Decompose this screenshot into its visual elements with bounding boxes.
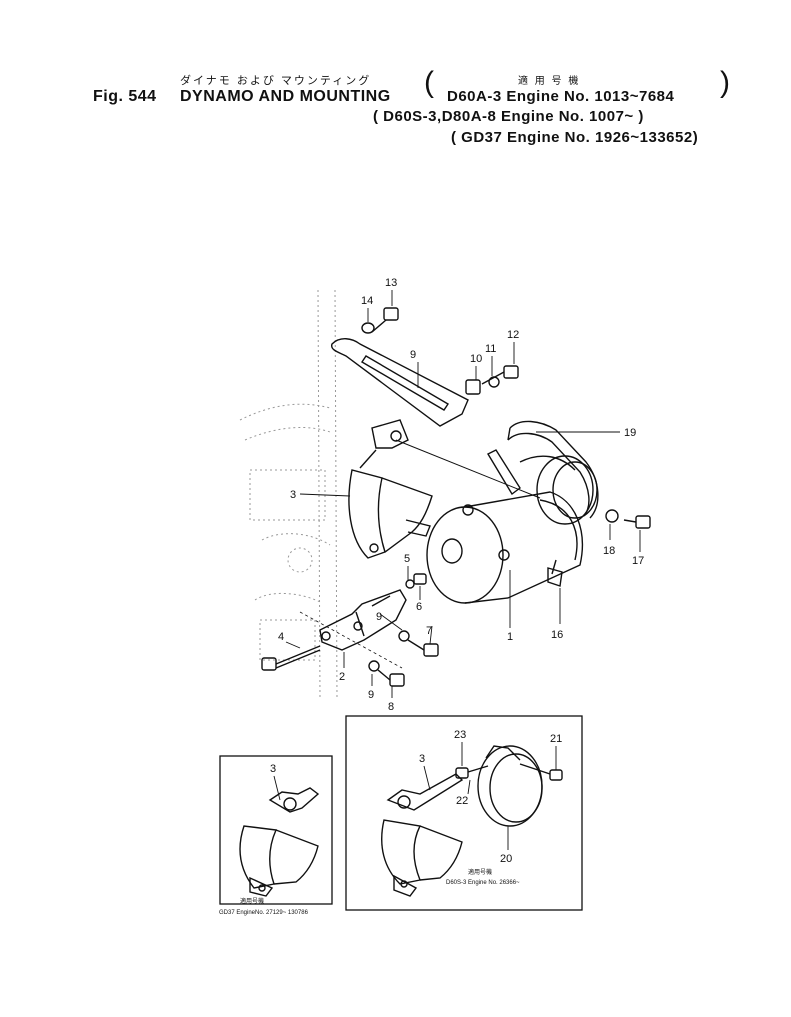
callout-6: 6 xyxy=(416,601,422,613)
inset-right-caption: D60S-3 Engine No. 26366~ xyxy=(446,880,520,886)
mounting-bracket xyxy=(348,419,433,559)
inset-right-callout-20: 20 xyxy=(500,853,512,865)
strap-16 xyxy=(547,559,563,587)
japanese-title: ダイナモ および マウンティング xyxy=(180,75,372,87)
callout-14: 13 xyxy=(385,277,397,289)
leader-lines xyxy=(285,290,641,698)
callout-10: 9 xyxy=(410,349,416,361)
applicability-line-3: ( GD37 Engine No. 1926~133652) xyxy=(451,129,699,146)
bolt-4 xyxy=(261,645,321,671)
inset-right-jp-note: 適用号機 xyxy=(468,868,492,876)
callout-4: 4 xyxy=(278,631,284,643)
callout-13: 12 xyxy=(507,329,519,341)
inset-left-caption: GD37 EngineNo. 27129~ 130786 xyxy=(219,910,309,916)
callout-15: 14 xyxy=(361,295,373,307)
inset-right-callout-21: 21 xyxy=(550,733,562,745)
figure-number: Fig. 544 xyxy=(93,88,157,105)
assembly-guide-line xyxy=(395,439,541,499)
dynamo xyxy=(426,449,598,604)
inset-left: 3 適用号機 xyxy=(219,755,333,905)
inset-right: 23 21 3 22 20 適用号機 D60S-3 Engine No. 263… xyxy=(345,715,583,911)
figure-title: DYNAMO AND MOUNTING xyxy=(180,88,391,105)
callout-18: 18 xyxy=(603,545,615,557)
callout-8: 8 xyxy=(388,701,394,713)
applicability-line-1: D60A-3 Engine No. 1013~7684 xyxy=(447,88,675,105)
callout-3: 3 xyxy=(290,489,296,501)
callout-9b: 9 xyxy=(368,689,374,701)
inset-left-jp-note: 適用号機 xyxy=(240,897,264,905)
callout-7: 7 xyxy=(426,625,432,637)
japanese-applicability-label: 適 用 号 機 xyxy=(518,76,581,87)
bolt-14 xyxy=(361,307,399,334)
lower-bracket xyxy=(319,589,407,651)
inset-right-callout-22: 22 xyxy=(456,795,468,807)
callout-12: 11 xyxy=(485,343,496,355)
adjusting-strap xyxy=(331,338,469,427)
nut-washer-bolt-11-13 xyxy=(465,365,519,395)
inset-right-callout-3: 3 xyxy=(419,753,425,765)
callout-19: 19 xyxy=(624,427,636,439)
inset-right-callout-23: 23 xyxy=(454,729,466,741)
callout-16: 16 xyxy=(551,629,563,641)
fasteners-5-9 xyxy=(299,573,439,687)
callout-17: 17 xyxy=(632,555,644,567)
washer-18-bolt-17 xyxy=(605,509,651,529)
bracket-close: ) xyxy=(720,66,730,99)
callout-2: 2 xyxy=(339,671,345,683)
v-belt xyxy=(507,420,599,519)
inset-left-callout-3: 3 xyxy=(270,763,276,775)
callout-1: 1 xyxy=(507,631,513,643)
callout-5: 5 xyxy=(404,553,410,565)
applicability-line-2: ( D60S-3,D80A-8 Engine No. 1007~ ) xyxy=(373,108,644,125)
callout-11: 10 xyxy=(470,353,482,365)
callout-9a: 9 xyxy=(376,611,382,623)
bracket-open: ( xyxy=(424,66,434,99)
